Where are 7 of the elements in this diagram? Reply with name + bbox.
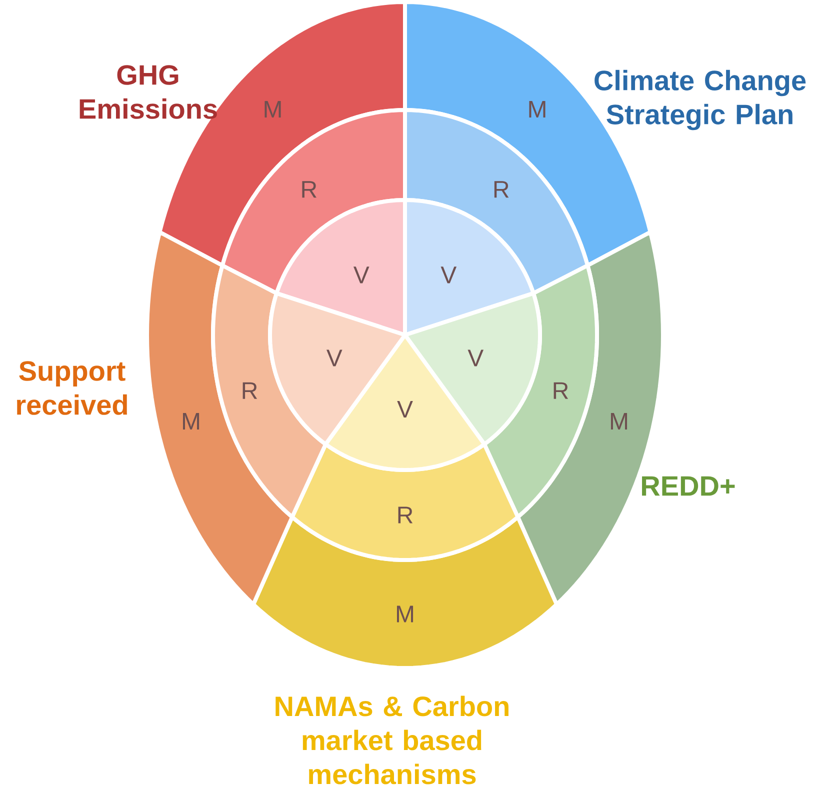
ring-segment: R — [482, 263, 599, 520]
ring-segment: R — [211, 263, 328, 520]
ring-segment: V — [403, 198, 536, 337]
ring-segment: V — [274, 198, 407, 337]
ring-segment: R — [290, 442, 520, 562]
sector-label: Support received — [17, 361, 127, 415]
sector-label: NAMAs & Carbon market based mechanisms — [276, 696, 508, 784]
